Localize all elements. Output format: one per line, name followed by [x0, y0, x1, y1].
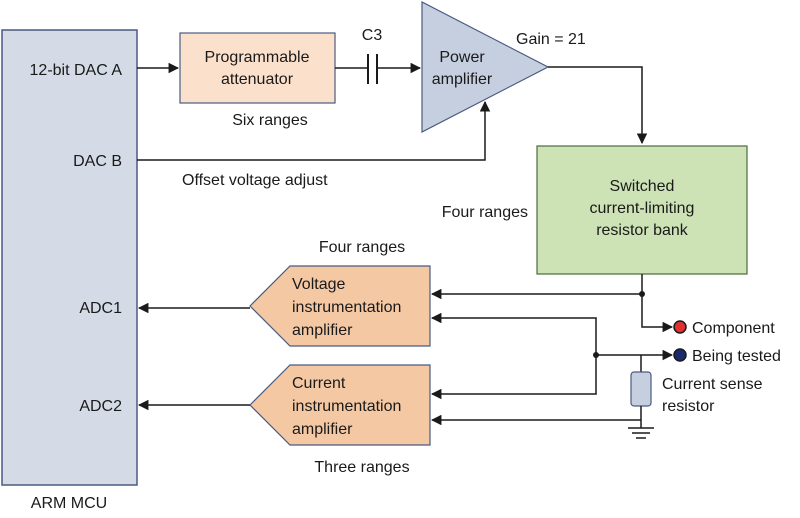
capacitor-label: C3: [362, 27, 383, 44]
voltage-inamp: [249, 265, 431, 347]
power-amplifier: [421, 1, 550, 133]
wire-camp-plus: [430, 355, 597, 400]
sense-line2: resistor: [662, 398, 715, 415]
offset-label: Offset voltage adjust: [182, 172, 328, 189]
pin-dac-b: DAC B: [73, 153, 122, 170]
voltage-amp-line2: instrumentation: [292, 299, 401, 316]
voltage-amp-ranges: Four ranges: [319, 239, 405, 256]
pin-adc2: ADC2: [79, 398, 122, 415]
attenuator-line1: Programmable: [205, 49, 310, 66]
power-amp-line2: amplifier: [432, 71, 493, 88]
component-label: Component: [692, 320, 775, 337]
current-amp-ranges: Three ranges: [314, 459, 409, 476]
voltage-amp-line3: amplifier: [292, 322, 353, 339]
resistor-bank: [536, 145, 748, 275]
bank-line1: Switched: [610, 178, 675, 195]
attenuator-block: [179, 32, 336, 104]
mcu-label: ARM MCU: [31, 495, 107, 512]
bank-line2: current-limiting: [590, 200, 695, 217]
pin-dac-a: 12-bit DAC A: [30, 62, 123, 79]
attenuator-line2: attenuator: [221, 71, 294, 88]
gain-label: Gain = 21: [516, 31, 586, 48]
current-amp-line3: amplifier: [292, 421, 353, 438]
pin-adc1: ADC1: [79, 300, 122, 317]
attenuator-ranges: Six ranges: [232, 112, 308, 129]
wire-to-component: [641, 294, 674, 333]
terminal-component: [673, 320, 687, 334]
sense-line1: Current sense: [662, 376, 763, 393]
mcu-block: [1, 29, 138, 486]
ground-icon: [628, 427, 654, 439]
current-inamp: [249, 364, 431, 446]
bank-ranges: Four ranges: [442, 204, 528, 221]
current-amp-line1: Current: [292, 375, 346, 392]
current-sense-resistor: [630, 371, 652, 407]
bank-line3: resistor bank: [596, 222, 689, 239]
wire-dac-b: [137, 100, 491, 161]
terminal-being-tested: [673, 348, 687, 362]
being-tested-label: Being tested: [692, 348, 781, 365]
power-amp-line1: Power: [439, 49, 485, 66]
current-amp-line2: instrumentation: [292, 398, 401, 415]
voltage-amp-line1: Voltage: [292, 276, 345, 293]
junction-top: [639, 291, 645, 297]
wire-amp-bank: [548, 66, 648, 145]
wire-vamp-minus: [430, 312, 597, 355]
